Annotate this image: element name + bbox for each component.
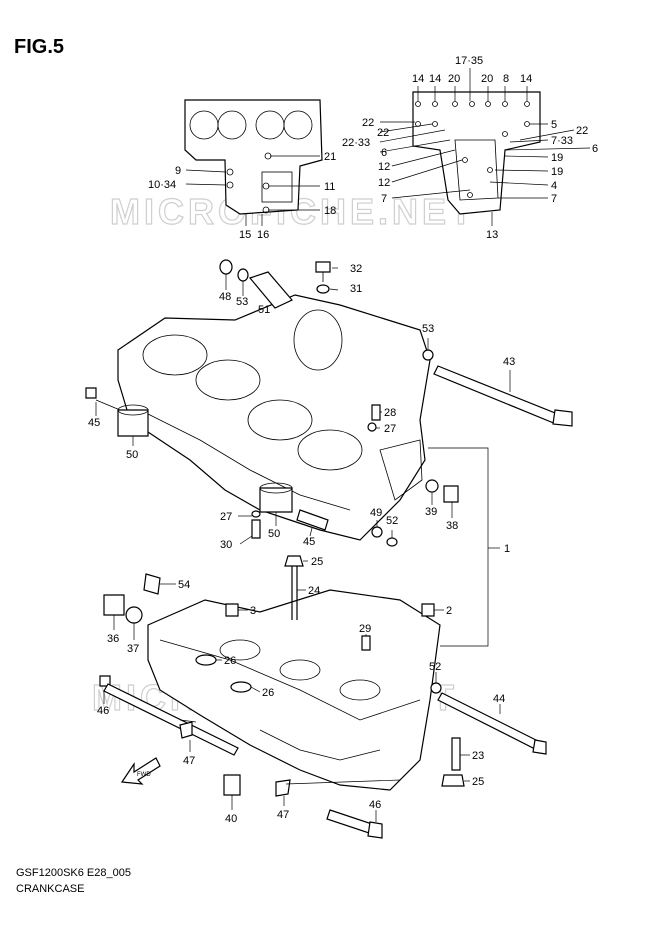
callout-22-c: 22 — [576, 125, 588, 137]
fwd-label: FWD — [137, 772, 151, 778]
callout-32: 32 — [350, 263, 362, 275]
callout-14-b: 14 — [429, 73, 441, 85]
callout-23: 23 — [472, 750, 484, 762]
callout-50-a: 50 — [126, 449, 138, 461]
callout-40: 40 — [225, 813, 237, 825]
callout-44: 44 — [493, 693, 505, 705]
diagram-caption: CRANKCASE — [16, 883, 85, 895]
small-crankcase-view — [184, 99, 323, 215]
callout-22-b: 22 — [377, 127, 389, 139]
callout-12-a: 12 — [378, 161, 390, 173]
callout-6-b: 6 — [592, 143, 598, 155]
callout-45-a: 45 — [88, 417, 100, 429]
callout-3: 3 — [250, 605, 256, 617]
callout-11: 11 — [324, 181, 335, 193]
callout-5: 5 — [551, 119, 557, 131]
callout-7-b: 7 — [551, 193, 557, 205]
callout-25-a: 25 — [311, 556, 323, 568]
callout-24: 24 — [308, 585, 320, 597]
callout-53-b: 53 — [422, 323, 434, 335]
callout-52-a: 52 — [386, 515, 398, 527]
callout-16: 16 — [257, 229, 269, 241]
callout-46-a: 46 — [97, 705, 109, 717]
callout-18: 18 — [324, 205, 336, 217]
callout-47-b: 47 — [277, 809, 289, 821]
callout-31: 31 — [350, 283, 362, 295]
bolt-pattern-view — [412, 91, 541, 215]
callout-51: 51 — [258, 304, 270, 316]
callout-37: 37 — [127, 643, 139, 655]
callout-2: 2 — [446, 605, 452, 617]
callout-21: 21 — [324, 151, 336, 163]
parts — [85, 259, 573, 839]
callout-9: 9 — [175, 165, 181, 177]
callout-29: 29 — [359, 623, 371, 635]
callout-45-b: 45 — [303, 536, 315, 548]
bolt-pattern-leaders — [379, 68, 591, 226]
callout-1: 1 — [504, 543, 510, 555]
callout-14-a: 14 — [412, 73, 424, 85]
callout-36: 36 — [107, 633, 119, 645]
callout-46-b: 46 — [369, 799, 381, 811]
callout-39: 39 — [425, 506, 437, 518]
callout-48: 48 — [219, 291, 231, 303]
callout-20-b: 20 — [481, 73, 493, 85]
callout-47-a: 47 — [183, 755, 195, 767]
callout-10-34: 10·34 — [148, 179, 176, 191]
fwd-arrow-icon: FWD — [120, 757, 161, 785]
callout-6-a: 6 — [381, 147, 387, 159]
callout-17-35: 17·35 — [455, 55, 483, 67]
callout-27-a: 27 — [384, 423, 396, 435]
callout-19-b: 19 — [551, 166, 563, 178]
callout-26-a: 26 — [224, 655, 236, 667]
callout-13: 13 — [486, 229, 498, 241]
callout-20-a: 20 — [448, 73, 460, 85]
callout-30: 30 — [220, 539, 232, 551]
figure-title: FIG.5 — [14, 36, 65, 58]
callout-7-a: 7 — [381, 193, 387, 205]
callout-19-a: 19 — [551, 152, 563, 164]
small-view-leaders — [185, 155, 320, 226]
callout-43: 43 — [503, 356, 515, 368]
callout-50-b: 50 — [268, 528, 280, 540]
callout-15: 15 — [239, 229, 251, 241]
callout-52-b: 52 — [429, 661, 441, 673]
callout-7-33: 7·33 — [551, 135, 573, 147]
callout-28: 28 — [384, 407, 396, 419]
callout-12-b: 12 — [378, 177, 390, 189]
callout-54: 54 — [178, 579, 190, 591]
callout-25-b: 25 — [472, 776, 484, 788]
callout-22-33: 22·33 — [342, 137, 370, 149]
callout-53-a: 53 — [236, 296, 248, 308]
callout-38: 38 — [446, 520, 458, 532]
callout-22-a: 22 — [362, 117, 374, 129]
callout-4: 4 — [551, 180, 557, 192]
callout-27-b: 27 — [220, 511, 232, 523]
main-leaders — [95, 267, 511, 822]
callout-49: 49 — [370, 507, 382, 519]
callout-26-b: 26 — [262, 687, 274, 699]
upper-crankcase — [117, 294, 431, 541]
diagram-code: GSF1200SK6 E28_005 — [16, 867, 131, 879]
callout-8: 8 — [503, 73, 509, 85]
callout-14-c: 14 — [520, 73, 532, 85]
